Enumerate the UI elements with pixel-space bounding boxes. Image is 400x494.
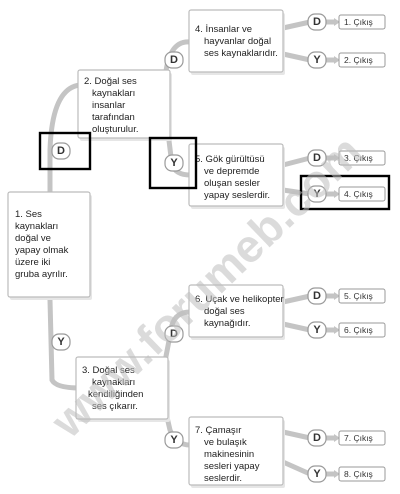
node-1: 1. Ses kaynakları doğal ve yapay olmak ü… — [7, 191, 92, 300]
bubble-6-d: D — [307, 287, 327, 305]
connector-7-d — [280, 429, 313, 441]
connector-1-3 — [47, 297, 83, 391]
exit-8: 8. Çıkış — [334, 466, 386, 482]
highlight-bubble-2-y — [148, 136, 198, 190]
node-3: 3. Doğal ses kaynakları kendiliğinden se… — [75, 356, 170, 422]
exit-7: 7. Çıkış — [334, 430, 386, 446]
bubble-3-y: Y — [164, 431, 184, 449]
svg-text:4. Çıkış: 4. Çıkış — [344, 189, 373, 199]
connector-5-y — [280, 187, 313, 197]
connector-5-d — [280, 155, 313, 168]
node-4-text: 4. İnsanlar ve hayvanlar doğal ses kayna… — [195, 24, 278, 59]
node-4: 4. İnsanlar ve hayvanlar doğal ses kayna… — [188, 9, 285, 75]
bubble-1-y: Y — [51, 333, 71, 351]
node-2-text: 2. Doğal ses kaynakları insanlar tarafın… — [84, 76, 139, 135]
bubble-3-d: D — [164, 325, 184, 343]
svg-text:Y: Y — [313, 324, 321, 336]
connector-4-d — [280, 19, 313, 31]
exit-boxes: 1. Çıkış 2. Çıkış 3. Çıkış 4. Çıkış 5. Ç… — [334, 14, 386, 482]
exit-4: 4. Çıkış — [334, 186, 386, 202]
connector-3-6 — [160, 309, 193, 375]
connector-6-y — [280, 321, 313, 333]
node-7-text: 7. Çamaşır ve bulaşık makinesinin sesler… — [195, 425, 262, 484]
node-7: 7. Çamaşır ve bulaşık makinesinin sesler… — [188, 416, 285, 488]
svg-text:D: D — [170, 54, 178, 66]
svg-text:D: D — [313, 152, 321, 164]
svg-text:7. Çıkış: 7. Çıkış — [344, 433, 373, 443]
svg-text:D: D — [313, 16, 321, 28]
svg-text:1. Çıkış: 1. Çıkış — [344, 17, 373, 27]
bubble-2-y: Y — [164, 154, 184, 172]
connector-7-y — [280, 459, 313, 477]
svg-text:6. Çıkış: 6. Çıkış — [344, 325, 373, 335]
highlight-exit-4 — [299, 174, 391, 211]
connector-4-y — [280, 51, 313, 63]
svg-text:Y: Y — [170, 157, 178, 169]
svg-text:Y: Y — [313, 188, 321, 200]
exit-2: 2. Çıkış — [334, 52, 386, 68]
highlight-bubble-1-d — [38, 131, 92, 171]
svg-text:Y: Y — [313, 468, 321, 480]
bubble-7-y: Y — [307, 465, 327, 483]
svg-text:Y: Y — [313, 54, 321, 66]
svg-text:2. Çıkış: 2. Çıkış — [344, 55, 373, 65]
exit-5: 5. Çıkış — [334, 288, 386, 304]
svg-text:8. Çıkış: 8. Çıkış — [344, 469, 373, 479]
bubble-5-y: Y — [307, 185, 327, 203]
node-5-text: 5. Gök gürültüsü ve depremde oluşan sesl… — [195, 154, 270, 201]
bubble-2-d: D — [164, 51, 184, 69]
connector-1-2 — [47, 82, 83, 195]
bubble-7-d: D — [307, 429, 327, 447]
svg-text:D: D — [313, 432, 321, 444]
node-1-text: 1. Ses kaynakları doğal ve yapay olmak ü… — [15, 209, 71, 280]
node-6-text: 6. Uçak ve helikopter doğal ses kaynağıd… — [195, 294, 286, 329]
answer-highlights — [38, 131, 391, 211]
answer-bubbles: D Y D Y D Y D Y — [51, 13, 327, 483]
exit-6: 6. Çıkış — [334, 322, 386, 338]
svg-text:D: D — [170, 328, 178, 340]
node-6: 6. Uçak ve helikopter doğal ses kaynağıd… — [188, 284, 286, 340]
exit-1: 1. Çıkış — [334, 14, 386, 30]
bubble-1-d: D — [51, 142, 71, 160]
bubble-5-d: D — [307, 149, 327, 167]
bubble-6-y: Y — [307, 321, 327, 339]
bubble-4-y: Y — [307, 51, 327, 69]
node-2: 2. Doğal ses kaynakları insanlar tarafın… — [77, 69, 172, 141]
svg-text:Y: Y — [57, 336, 65, 348]
svg-text:Y: Y — [170, 434, 178, 446]
exit-3: 3. Çıkış — [334, 150, 386, 166]
svg-text:D: D — [313, 290, 321, 302]
svg-text:3. Çıkış: 3. Çıkış — [344, 153, 373, 163]
connector-6-d — [280, 293, 313, 305]
node-5: 5. Gök gürültüsü ve depremde oluşan sesl… — [188, 143, 285, 209]
bubble-4-d: D — [307, 13, 327, 31]
svg-text:5. Çıkış: 5. Çıkış — [344, 291, 373, 301]
node-3-text: 3. Doğal ses kaynakları kendiliğinden se… — [82, 365, 146, 412]
svg-text:D: D — [57, 145, 65, 157]
